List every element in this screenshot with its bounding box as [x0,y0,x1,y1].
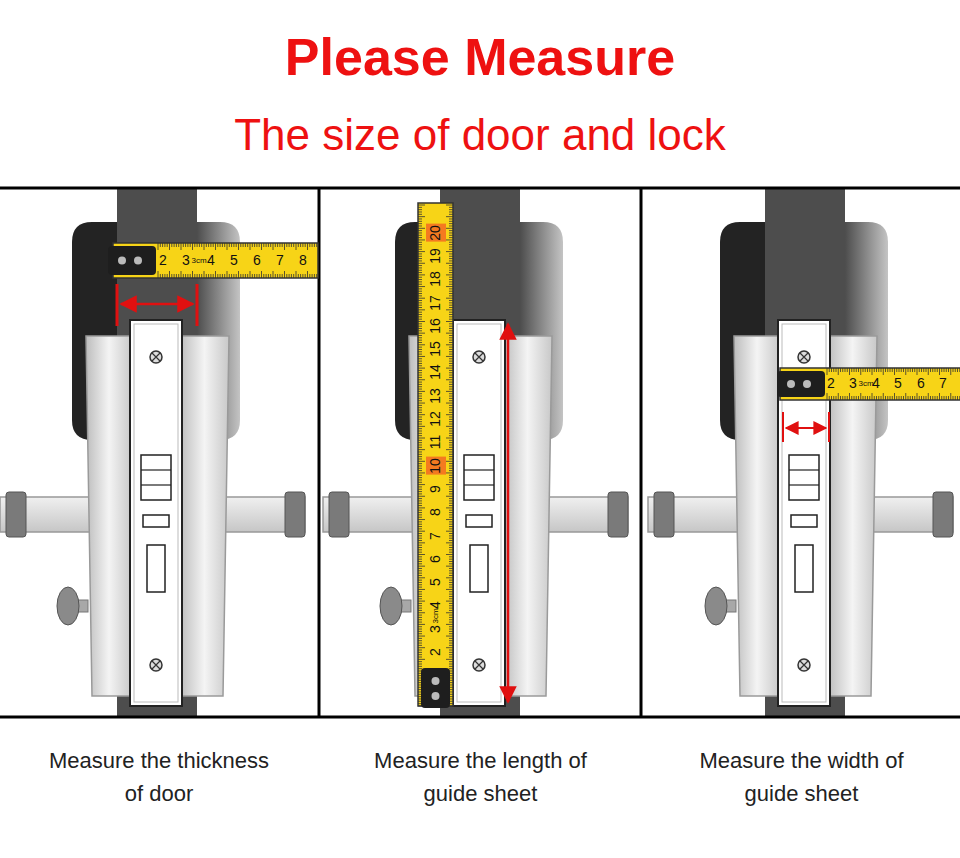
tape-number: 7 [939,376,947,391]
lock-drawing [0,189,305,716]
tape-number: 19 [428,248,443,264]
dimension-arrow [508,324,509,702]
tape-number: 5 [428,578,443,586]
dimension-arrow [117,284,197,326]
caption: Measure the width of guide sheet [684,744,920,810]
tape-number: 12 [428,411,443,427]
tape-measure [777,368,960,400]
tape-number: 5 [230,253,238,268]
tape-number: 8 [299,253,307,268]
tape-measure [108,243,318,278]
tape-number: 2 [428,648,443,656]
tape-number: 20 [428,225,443,241]
lock-drawing [648,189,953,716]
tape-number: 17 [428,295,443,311]
unit-mark: 3cm [858,380,873,389]
panel-frame [0,188,960,717]
tape-number: 11 [428,435,443,450]
tape-number: 7 [428,532,443,540]
tape-number: 3 [428,625,443,633]
tape-number: 16 [428,318,443,334]
dimension-arrow [783,412,829,442]
tape-number: 5 [894,376,902,391]
tape-number: 4 [872,376,880,391]
subtitle: The size of door and lock [234,111,726,159]
panel: Measure the width of guide sheet [643,189,960,716]
tape-number: 15 [428,341,443,357]
tape-measure [418,203,453,708]
caption: Measure the length of guide sheet [363,744,599,810]
tape-number: 7 [276,253,284,268]
lock-drawing [323,189,628,716]
panel: Measure the thickness of door [0,189,318,716]
tape-number: 10 [428,458,443,474]
tape-number: 6 [428,555,443,563]
title: Please Measure [285,29,675,86]
tape-number: 13 [428,388,443,404]
tape-number: 14 [428,365,443,381]
tape-number: 6 [253,253,261,268]
unit-mark: 3cm [432,608,441,623]
caption: Measure the thickness of door [41,744,277,810]
panel: Measure the length of guide sheet [321,189,640,716]
tape-number: 6 [917,376,925,391]
tape-number: 9 [428,485,443,493]
tape-number: 4 [207,253,215,268]
tape-number: 3 [849,376,857,391]
tape-number: 8 [428,508,443,516]
tape-number: 3 [182,253,190,268]
tape-number: 2 [159,253,167,268]
tape-number: 2 [827,376,835,391]
tape-number: 18 [428,271,443,287]
unit-mark: 3cm [191,257,206,266]
tape-number: 4 [428,601,443,609]
